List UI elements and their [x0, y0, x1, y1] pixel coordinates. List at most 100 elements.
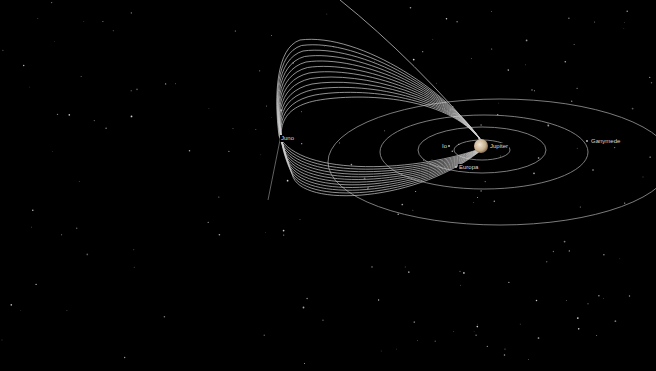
star — [81, 76, 82, 77]
star — [51, 2, 52, 3]
star — [283, 235, 284, 236]
star — [304, 363, 305, 364]
star — [131, 12, 132, 13]
star — [35, 284, 36, 285]
star — [378, 299, 379, 300]
star — [218, 196, 219, 197]
star — [32, 210, 34, 212]
star — [339, 142, 340, 143]
star — [619, 258, 621, 260]
star — [534, 90, 535, 91]
star — [322, 319, 323, 320]
star — [649, 77, 650, 78]
star-field — [2, 2, 653, 364]
star — [133, 249, 135, 251]
star — [300, 111, 302, 113]
juno-trajectory — [268, 140, 280, 200]
star — [432, 39, 434, 41]
star — [76, 228, 78, 230]
star — [94, 120, 95, 121]
star — [219, 234, 221, 236]
star — [564, 61, 566, 63]
star — [491, 11, 493, 13]
star — [299, 219, 301, 221]
star — [473, 202, 475, 204]
star — [580, 207, 581, 208]
star — [624, 22, 626, 24]
star — [2, 50, 3, 51]
star — [588, 303, 589, 304]
star — [260, 154, 262, 156]
star — [175, 83, 177, 85]
star — [632, 108, 634, 110]
juno-orbit — [280, 87, 485, 190]
moon-orbits — [328, 99, 656, 225]
star — [436, 82, 438, 84]
star — [133, 266, 135, 268]
star — [367, 187, 369, 189]
star — [487, 346, 488, 347]
star — [66, 309, 68, 311]
star — [624, 202, 625, 203]
star — [431, 159, 433, 161]
star — [623, 28, 625, 30]
star — [413, 321, 415, 323]
star — [456, 21, 457, 22]
moon-label: Europa — [458, 164, 479, 171]
star — [649, 156, 650, 157]
star — [208, 108, 210, 110]
juno-orbit — [277, 45, 485, 169]
planet-label: Jupiter — [489, 143, 509, 150]
juno-orbit — [281, 97, 485, 196]
star — [594, 22, 595, 23]
star — [477, 323, 479, 325]
star — [629, 295, 630, 296]
star — [228, 151, 229, 152]
star — [380, 350, 382, 352]
star — [397, 213, 399, 215]
star — [53, 41, 55, 43]
star — [504, 349, 505, 350]
star — [10, 304, 12, 306]
star — [615, 320, 617, 322]
star — [497, 102, 499, 104]
juno-orbits — [268, 39, 485, 200]
star — [271, 35, 273, 37]
moon-orbit — [328, 99, 656, 225]
juno-orbit — [278, 50, 485, 172]
star — [283, 230, 285, 232]
star — [29, 86, 31, 88]
star — [564, 241, 566, 243]
star — [165, 83, 166, 84]
star — [435, 341, 436, 342]
moon-label: Ganymede — [590, 138, 621, 145]
star — [235, 31, 236, 32]
star — [500, 155, 502, 157]
star — [105, 127, 106, 128]
star — [301, 143, 302, 144]
star — [408, 271, 410, 273]
star — [651, 82, 652, 83]
star — [525, 64, 527, 66]
star — [287, 180, 289, 182]
star — [83, 20, 85, 22]
europa-moon — [455, 166, 457, 168]
star — [61, 234, 62, 235]
star — [303, 307, 305, 309]
star — [546, 261, 548, 263]
star — [592, 169, 594, 171]
star — [596, 335, 597, 336]
star — [565, 300, 567, 302]
star — [401, 204, 403, 206]
star — [494, 200, 495, 201]
star — [538, 157, 540, 159]
ganymede-moon — [586, 140, 588, 142]
star — [473, 331, 475, 333]
star — [232, 128, 234, 130]
star — [508, 282, 509, 283]
star — [614, 147, 615, 148]
star — [264, 335, 266, 337]
star — [324, 46, 326, 48]
star — [536, 300, 538, 302]
star — [642, 176, 644, 178]
